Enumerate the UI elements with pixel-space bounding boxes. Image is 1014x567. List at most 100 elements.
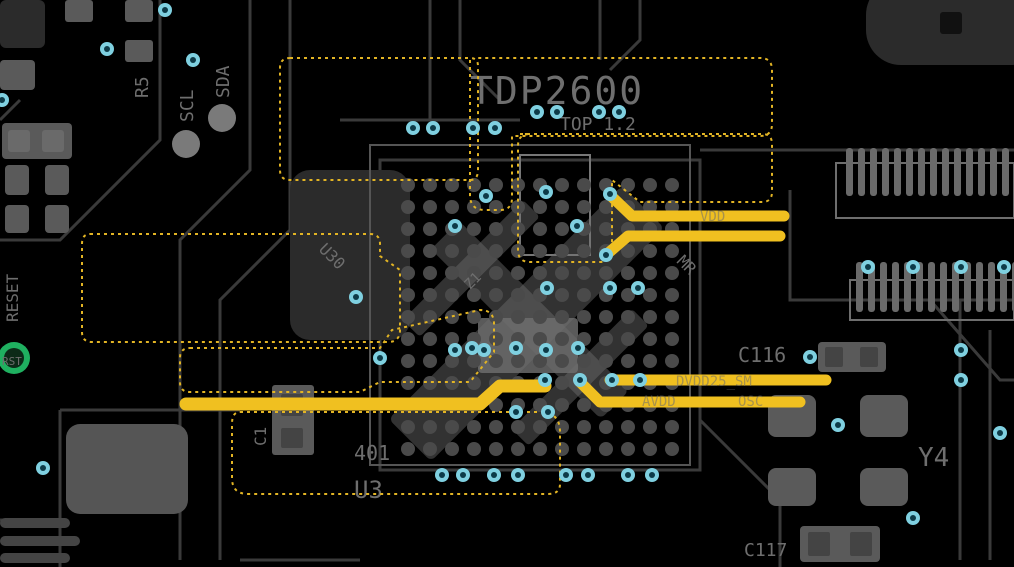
bga-ball <box>489 420 503 434</box>
connector-pin <box>1002 148 1009 196</box>
connector-pin <box>1000 262 1007 312</box>
bga-ball <box>489 442 503 456</box>
left-pads <box>0 0 236 233</box>
bga-ball <box>401 354 415 368</box>
bga-ball <box>445 332 459 346</box>
bga-ball <box>577 442 591 456</box>
via <box>158 3 172 17</box>
bga-ball <box>621 354 635 368</box>
via <box>612 105 626 119</box>
bga-ball <box>467 310 481 324</box>
bga-ball <box>599 266 613 280</box>
bga-ball <box>665 310 679 324</box>
connector-pin <box>892 262 899 312</box>
connector-pin <box>964 262 971 312</box>
bga-ball <box>599 420 613 434</box>
bga-ball <box>489 200 503 214</box>
via <box>803 350 817 364</box>
bga-ball <box>577 200 591 214</box>
bga-ball <box>555 310 569 324</box>
via <box>530 105 544 119</box>
via <box>479 189 493 203</box>
bga-ball <box>489 244 503 258</box>
via <box>538 373 552 387</box>
connector-pin <box>976 262 983 312</box>
bga-ball <box>621 266 635 280</box>
bga-ball <box>643 310 657 324</box>
bga-ball <box>489 310 503 324</box>
bga-ball <box>555 222 569 236</box>
bga-ball <box>555 244 569 258</box>
label-top: TOP 1.2 <box>560 114 636 135</box>
bga-ball <box>511 310 525 324</box>
bga-ball <box>599 222 613 236</box>
via <box>541 405 555 419</box>
bga-ball <box>445 442 459 456</box>
bga-ball <box>665 332 679 346</box>
via <box>487 468 501 482</box>
connector-pin <box>928 262 935 312</box>
bga-ball <box>467 222 481 236</box>
bga-ball <box>423 288 437 302</box>
bga-ball <box>423 354 437 368</box>
label-c1: C1 <box>251 427 270 446</box>
reset-test-pad[interactable]: RST <box>0 342 30 374</box>
bga-ball <box>445 200 459 214</box>
bga-ball <box>533 332 547 346</box>
via <box>186 53 200 67</box>
via <box>0 93 9 107</box>
via <box>573 373 587 387</box>
via <box>645 468 659 482</box>
connector-pin <box>940 262 947 312</box>
label-pin401: 401 <box>354 441 390 465</box>
bga-ball <box>401 200 415 214</box>
connector-pin <box>894 148 901 196</box>
via <box>603 281 617 295</box>
net-label-vdd: VDD <box>700 209 725 225</box>
bga-ball <box>621 178 635 192</box>
bga-ball <box>445 266 459 280</box>
bga-ball <box>467 244 481 258</box>
via <box>603 187 617 201</box>
via <box>906 260 920 274</box>
bga-ball <box>401 332 415 346</box>
bga-ball <box>511 442 525 456</box>
bga-ball <box>555 200 569 214</box>
bga-ball <box>489 266 503 280</box>
bga-ball <box>621 288 635 302</box>
via <box>559 468 573 482</box>
via <box>997 260 1011 274</box>
bga-ball <box>621 310 635 324</box>
bga-ball <box>555 288 569 302</box>
bga-ball <box>555 398 569 412</box>
via <box>954 260 968 274</box>
bga-ball <box>665 442 679 456</box>
bga-ball <box>665 288 679 302</box>
bga-ball <box>401 288 415 302</box>
via <box>100 42 114 56</box>
bga-ball <box>401 310 415 324</box>
net-label-dvdd25: DVDD25_SM <box>676 374 752 390</box>
connector-pin <box>856 262 863 312</box>
net-highlight-outlines <box>81 57 773 495</box>
bga-ball <box>511 266 525 280</box>
bga-ball <box>643 178 657 192</box>
bga-ball <box>423 200 437 214</box>
label-y4: Y4 <box>918 443 949 473</box>
net-label-osc: OSC <box>738 394 763 410</box>
bga-ball <box>555 354 569 368</box>
bga-ball <box>621 244 635 258</box>
bga-ball <box>401 420 415 434</box>
via <box>406 121 420 135</box>
connector-pin <box>988 262 995 312</box>
via <box>540 281 554 295</box>
bga-ball <box>467 420 481 434</box>
bga-ball <box>467 354 481 368</box>
connector-pin <box>952 262 959 312</box>
bga-ball <box>445 244 459 258</box>
bga-ball <box>423 376 437 390</box>
net-label-avdd: AVDD <box>642 394 676 410</box>
bga-ball <box>577 310 591 324</box>
